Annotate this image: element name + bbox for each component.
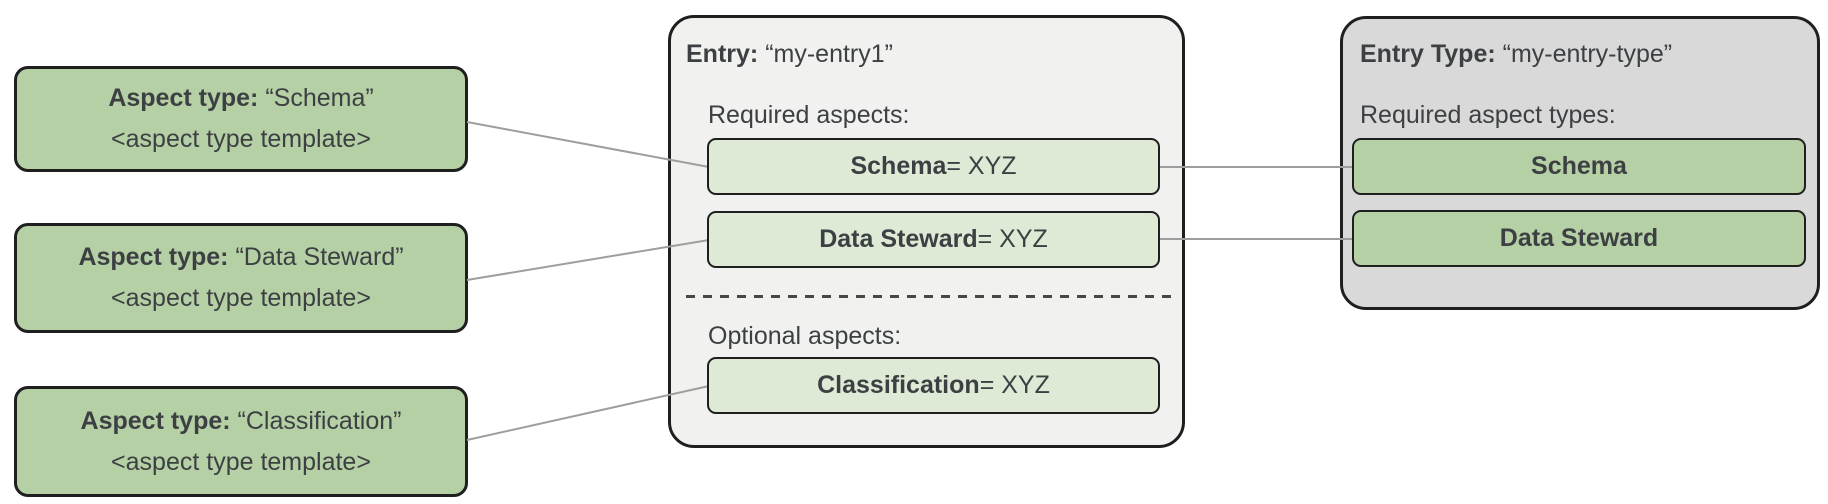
entry-aspect-schema: Schema = XYZ <box>707 138 1160 195</box>
aspect-name: Data Steward <box>819 225 978 253</box>
aspect-type-template: <aspect type template> <box>111 447 371 476</box>
aspect-type-template: <aspect type template> <box>111 284 371 312</box>
aspect-value: = XYZ <box>946 152 1017 180</box>
aspect-type-card-classification: Aspect type: “Classification” <aspect ty… <box>14 386 468 497</box>
aspect-type-name: “Schema” <box>265 84 374 112</box>
entry-aspect-data-steward: Data Steward = XYZ <box>707 211 1160 268</box>
aspect-name: Classification <box>817 371 980 399</box>
entry-aspect-classification: Classification = XYZ <box>707 357 1160 414</box>
required-aspects-label: Required aspects: <box>708 101 910 129</box>
entry-title: Entry: “my-entry1” <box>686 39 893 69</box>
entry-name: “my-entry1” <box>765 40 893 68</box>
aspect-value: = XYZ <box>977 225 1048 253</box>
aspect-type-template: <aspect type template> <box>111 125 371 153</box>
aspect-value: = XYZ <box>979 371 1050 399</box>
aspect-type-name: “Data Steward” <box>235 243 404 271</box>
aspect-type-title: Aspect type: “Data Steward” <box>78 245 403 270</box>
aspect-type-label: Aspect type: <box>78 243 229 271</box>
entry-type-aspect-data-steward: Data Steward <box>1352 210 1806 267</box>
aspect-type-title: Aspect type: “Schema” <box>108 86 373 111</box>
entry-type-aspect-schema: Schema <box>1352 138 1806 195</box>
aspect-type-label: Aspect type: <box>80 406 231 435</box>
optional-aspects-label: Optional aspects: <box>708 322 902 350</box>
aspect-name: Schema <box>850 152 947 180</box>
entry-type-label: Entry Type: <box>1360 40 1496 68</box>
aspect-type-card-data-steward: Aspect type: “Data Steward” <aspect type… <box>14 223 468 333</box>
required-aspect-types-label: Required aspect types: <box>1360 101 1616 129</box>
aspect-type-name: “Classification” <box>237 406 402 435</box>
entry-type-title: Entry Type: “my-entry-type” <box>1360 39 1672 69</box>
aspect-type-card-schema: Aspect type: “Schema” <aspect type templ… <box>14 66 468 172</box>
entry-type-name: “my-entry-type” <box>1502 40 1673 68</box>
dashed-divider <box>686 295 1176 298</box>
aspect-type-title: Aspect type: “Classification” <box>80 406 402 435</box>
aspect-type-label: Aspect type: <box>108 84 259 112</box>
entry-label: Entry: <box>686 40 759 68</box>
